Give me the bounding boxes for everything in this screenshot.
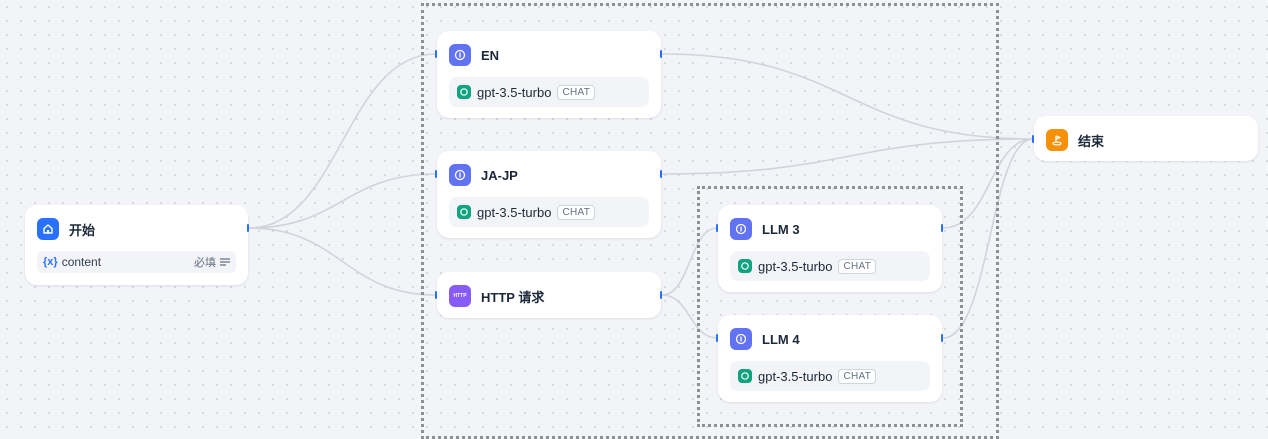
edge-start-ja-jp xyxy=(248,173,437,229)
llm4-output-handle[interactable] xyxy=(941,334,943,342)
start-node-title: 开始 xyxy=(69,222,96,238)
end-input-handle[interactable] xyxy=(1032,135,1034,143)
inner-iteration-group[interactable] xyxy=(697,186,963,427)
openai-icon xyxy=(738,369,752,383)
en-input-handle[interactable] xyxy=(435,50,437,58)
http-node-title: HTTP 请求 xyxy=(481,289,545,305)
openai-icon xyxy=(738,259,752,273)
model-name: gpt-3.5-turbo xyxy=(477,204,552,220)
llm4-input-handle[interactable] xyxy=(716,334,718,342)
ja-jp-node-title: JA-JP xyxy=(481,167,518,183)
start-node[interactable]: 开始 {x} content 必填 xyxy=(25,205,249,285)
llm3-input-handle[interactable] xyxy=(716,224,718,232)
model-name: gpt-3.5-turbo xyxy=(758,368,833,384)
http-icon-label: HTTP xyxy=(453,293,467,299)
model-mode-badge: CHAT xyxy=(838,368,877,384)
model-name: gpt-3.5-turbo xyxy=(758,258,833,274)
llm3-node[interactable]: LLM 3 gpt-3.5-turbo CHAT xyxy=(716,205,943,292)
end-flag-icon xyxy=(1046,129,1068,151)
edge-start-en xyxy=(248,53,437,229)
openai-icon xyxy=(457,205,471,219)
model-mode-badge: CHAT xyxy=(557,204,596,220)
ja-jp-model-row[interactable]: gpt-3.5-turbo CHAT xyxy=(449,197,649,227)
llm-icon xyxy=(730,218,752,240)
model-name: gpt-3.5-turbo xyxy=(477,84,552,100)
openai-icon xyxy=(457,85,471,99)
llm-icon xyxy=(449,164,471,186)
ja-jp-llm-node[interactable]: JA-JP gpt-3.5-turbo CHAT xyxy=(435,151,662,238)
variable-required-label: 必填 xyxy=(194,257,216,269)
llm4-node[interactable]: LLM 4 gpt-3.5-turbo CHAT xyxy=(716,315,943,402)
llm4-model-row[interactable]: gpt-3.5-turbo CHAT xyxy=(730,361,930,391)
en-model-row[interactable]: gpt-3.5-turbo CHAT xyxy=(449,77,649,107)
model-mode-badge: CHAT xyxy=(557,84,596,100)
http-icon: HTTP xyxy=(449,285,471,307)
llm3-model-row[interactable]: gpt-3.5-turbo CHAT xyxy=(730,251,930,281)
ja-jp-input-handle[interactable] xyxy=(435,170,437,178)
variable-name: content xyxy=(61,255,102,269)
en-node-title: EN xyxy=(481,47,500,63)
ja-jp-output-handle[interactable] xyxy=(660,170,662,178)
http-output-handle[interactable] xyxy=(660,291,662,299)
en-llm-node[interactable]: EN gpt-3.5-turbo CHAT xyxy=(435,31,662,118)
home-icon xyxy=(37,218,59,240)
start-output-handle[interactable] xyxy=(247,224,249,232)
http-request-node[interactable]: HTTP HTTP 请求 xyxy=(435,272,662,318)
variable-icon: {x} xyxy=(43,256,58,268)
llm4-node-title: LLM 4 xyxy=(762,331,800,347)
http-input-handle[interactable] xyxy=(435,291,437,299)
en-output-handle[interactable] xyxy=(660,50,662,58)
llm3-node-title: LLM 3 xyxy=(762,221,800,237)
end-node[interactable]: 结束 xyxy=(1032,116,1258,161)
llm3-output-handle[interactable] xyxy=(941,224,943,232)
llm-icon xyxy=(449,44,471,66)
edge-start-http xyxy=(248,227,437,296)
text-lines-icon xyxy=(220,258,230,266)
llm-icon xyxy=(730,328,752,350)
model-mode-badge: CHAT xyxy=(838,258,877,274)
start-variable-row[interactable]: {x} content 必填 xyxy=(37,251,236,273)
end-node-title: 结束 xyxy=(1078,133,1105,149)
